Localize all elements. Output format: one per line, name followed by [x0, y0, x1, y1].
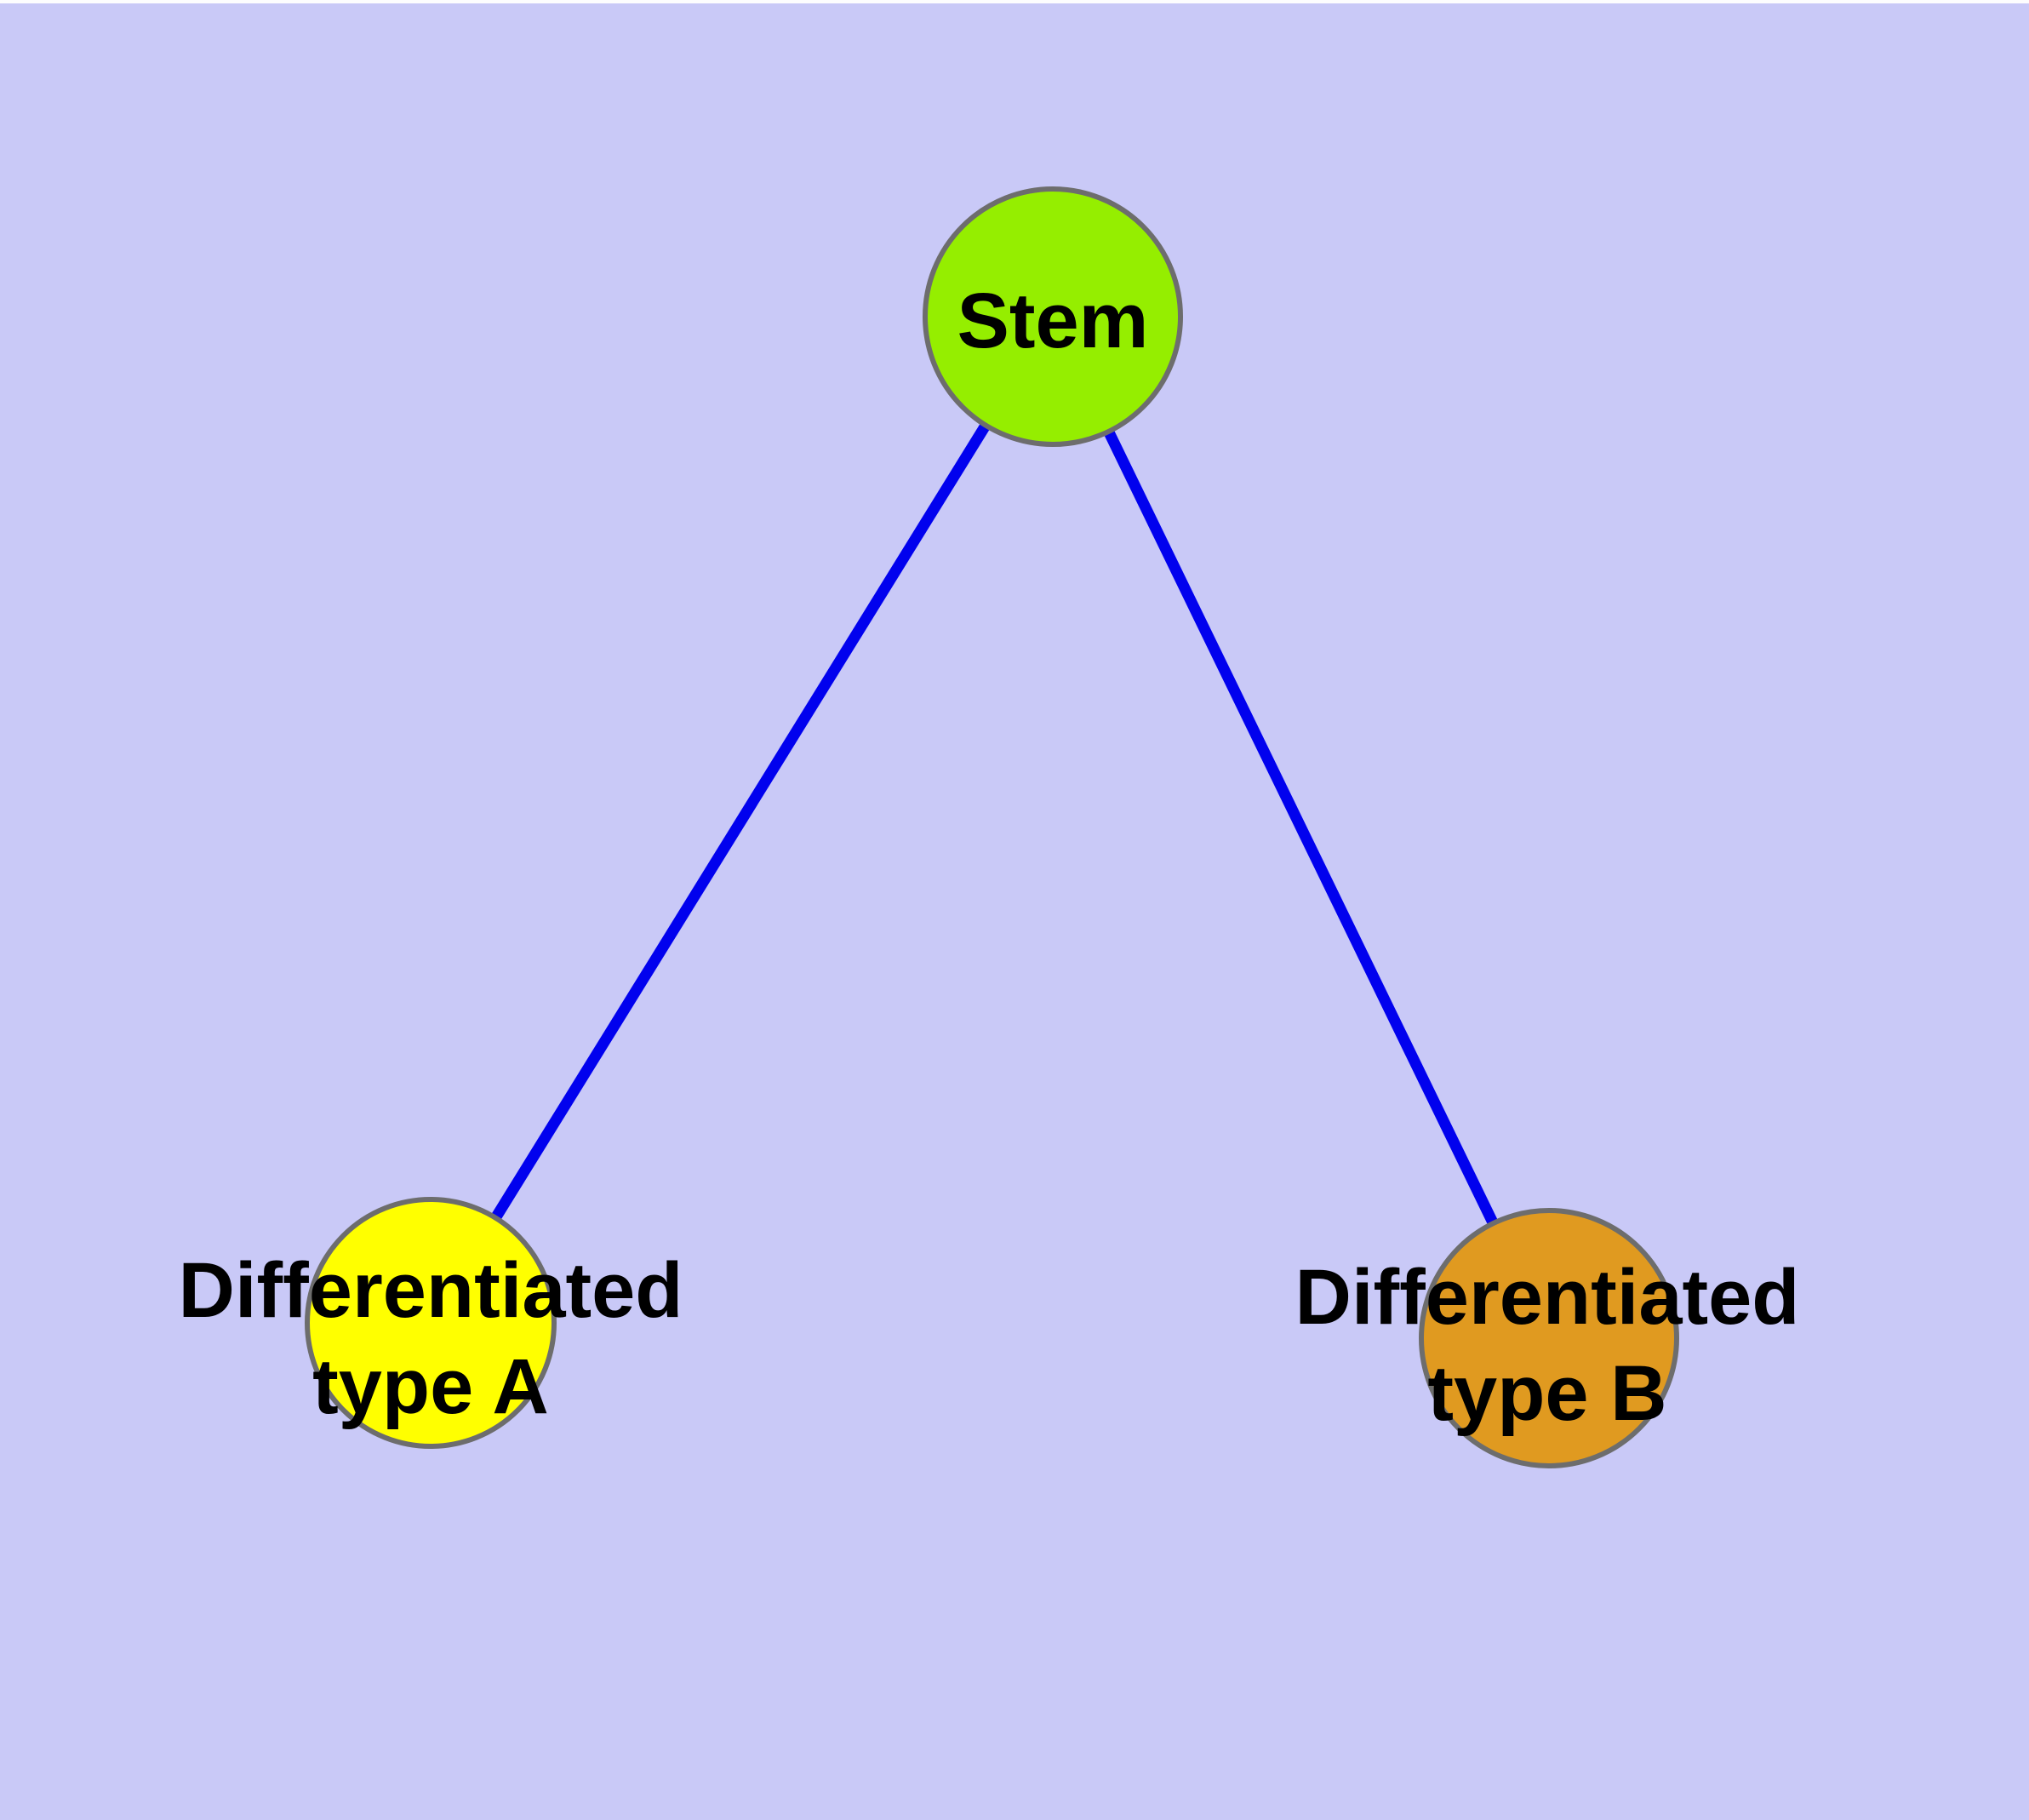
top-margin-strip — [0, 0, 2029, 3]
node-stem-label: Stem — [957, 278, 1149, 364]
node-stem — [923, 186, 1183, 447]
edge-stem-to-type-b — [1048, 314, 1554, 1341]
node-differentiated-type-b — [1419, 1208, 1679, 1468]
node-type-a-label-line1: Differentiated — [179, 1247, 683, 1334]
node-type-a-label-line2: type A — [312, 1343, 549, 1430]
node-type-b-label-line1: Differentiated — [1295, 1254, 1800, 1341]
edge-stem-to-type-a — [426, 313, 1058, 1326]
node-differentiated-type-a — [305, 1197, 557, 1449]
node-type-b-label-line2: type B — [1427, 1350, 1666, 1437]
